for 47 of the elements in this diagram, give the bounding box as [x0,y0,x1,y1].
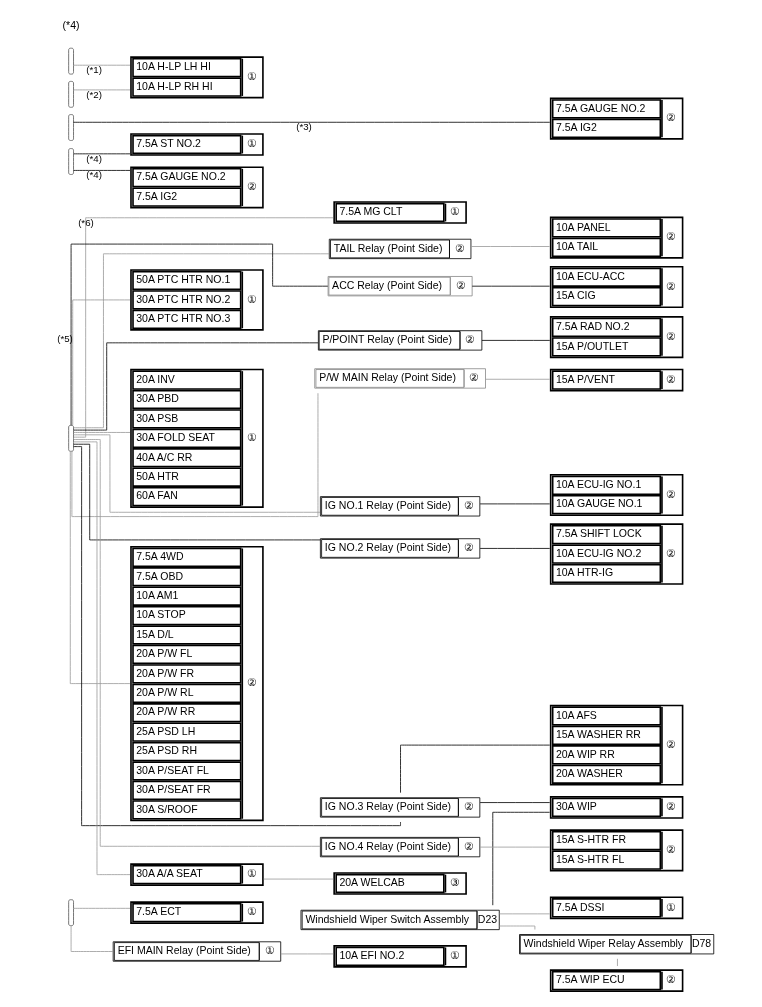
connector [72,907,130,909]
connector [72,439,321,847]
node-brace [67,899,74,926]
node-brace [67,47,74,75]
connector [72,64,130,66]
label: (*4) [62,19,80,32]
connector [72,121,550,123]
node-brace [67,148,74,175]
edge-label: (*1) [85,63,102,75]
connector [399,744,550,794]
connector [479,846,550,848]
connector [479,548,550,549]
edge-label: (*6) [77,216,94,228]
connector [491,811,550,906]
connector [71,392,318,517]
connector [72,153,130,155]
node-brace [67,425,74,452]
connector [484,378,550,380]
edge-label: (*5) [56,332,73,344]
connector [471,285,550,287]
edge-label: (*4) [85,152,102,164]
connector [262,878,334,880]
connector [479,802,550,803]
edge-label: (*2) [85,88,102,100]
edge-label: (*4) [85,169,102,181]
node-brace [67,114,74,141]
edge-label: (*3) [295,121,312,133]
connector [72,170,130,171]
connector [479,503,550,505]
connector [72,432,130,433]
connector [72,446,401,827]
connector [72,342,318,431]
connector [72,441,130,875]
connector [69,451,130,684]
connector [72,443,321,541]
connector [616,958,618,967]
connector [72,89,130,91]
connector [70,925,113,952]
node-brace [67,81,74,108]
connector [72,217,333,438]
connector [498,925,535,930]
connector [72,434,320,513]
connector [498,913,550,915]
connector [470,246,550,247]
connector [481,340,550,341]
connector [279,953,334,955]
connector [71,299,130,426]
